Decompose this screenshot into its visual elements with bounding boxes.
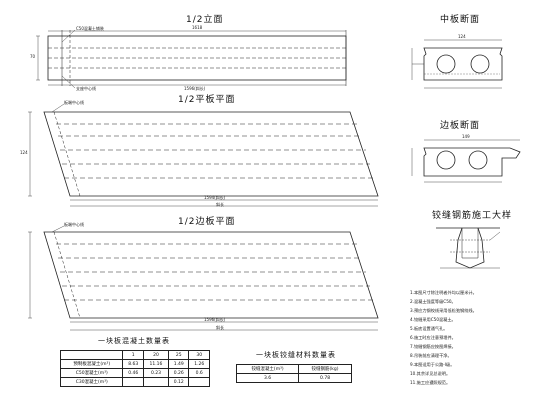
- plan1-callout: 板端中心线: [64, 100, 84, 105]
- table1-cell: [188, 377, 210, 387]
- edge-section-title: 边板断面: [440, 121, 481, 131]
- note-line: 11.施工应遵照规范。: [410, 380, 451, 385]
- note-line: 1.本图尺寸除注明者外均以厘米计。: [410, 290, 477, 295]
- elevation-height-dimension: 70: [30, 54, 36, 59]
- plan1-total-dimension: 斜长: [216, 202, 224, 207]
- table1-row: C30混凝土(m³) 0.12: [59, 377, 210, 387]
- table2-cell: 0.78: [298, 373, 352, 383]
- note-line: 7.铰缝钢筋应按图焊接。: [410, 344, 456, 349]
- table1-cell: 30: [188, 350, 210, 360]
- table1-cell: 0.26: [167, 368, 190, 378]
- table1-cell: 0.6: [188, 368, 210, 378]
- table2-row: 铰缝混凝土(m³)铰缝钢筋(kg): [235, 364, 352, 374]
- table1-cell: 1.49: [167, 359, 190, 369]
- table2-cell: 铰缝钢筋(kg): [298, 364, 352, 374]
- mid-section-width: 124: [458, 34, 466, 39]
- table1-cell: 25: [167, 350, 190, 360]
- note-line: 6.施工时应注意预埋件。: [410, 335, 456, 340]
- elevation-top-dimension: 1618: [192, 25, 203, 30]
- table1-cell: 1: [122, 350, 144, 360]
- half-elevation-view: [36, 29, 347, 89]
- elevation-callout-bottom: 支座中心线: [76, 86, 96, 91]
- mid-slab-section: [411, 39, 503, 89]
- note-line: 2.混凝土强度等级C50。: [410, 299, 456, 304]
- elevation-callout-top: C50混凝土铺装: [76, 26, 104, 31]
- table1-cell: C50混凝土(m³): [59, 368, 124, 378]
- table2-cell: 铰缝混凝土(m³): [235, 364, 300, 374]
- note-line: 10.其余详见总说明。: [410, 371, 451, 376]
- table1-cell: 1.26: [188, 359, 210, 369]
- table1-cell: 11.16: [142, 359, 169, 369]
- table1-cell: 8.63: [122, 359, 144, 369]
- note-line: 5.板底设置通气孔。: [410, 326, 448, 331]
- table1-title: 一块板混凝土数量表: [98, 337, 170, 345]
- table1-cell: 预制板混凝土(m³): [59, 359, 124, 369]
- table2-title: 一块板铰缝材料数量表: [256, 351, 336, 359]
- table1-cell: [142, 377, 169, 387]
- table2-cell: 3.6: [235, 373, 300, 383]
- table1-cell: 0.23: [142, 368, 169, 378]
- plan2-total-dimension: 斜长: [216, 325, 224, 330]
- edge-section-width: 149: [462, 134, 470, 139]
- note-line: 4.铰缝采用C50混凝土。: [410, 317, 456, 322]
- hinge-detail-title: 铰缝钢筋施工大样: [432, 211, 513, 221]
- plan2-callout: 板端中心线: [64, 222, 84, 227]
- table1-cell: [59, 350, 124, 360]
- plan2-length-dimension: 1596(斜长): [204, 317, 226, 322]
- half-plan-2-title: 1/2边板平面: [178, 217, 236, 227]
- table1-cell: [122, 377, 144, 387]
- plan1-length-dimension: 1594(斜长): [204, 195, 226, 200]
- table1-cell: C30混凝土(m³): [59, 377, 124, 387]
- plan-height-dimension: 124: [20, 150, 28, 155]
- half-plan-view-2: [28, 225, 379, 331]
- half-plan-1-title: 1/2平板平面: [178, 95, 236, 105]
- hinge-rebar-detail: [436, 227, 501, 269]
- edge-slab-section: [411, 139, 521, 183]
- half-elevation-title: 1/2立面: [186, 15, 224, 25]
- note-line: 8.吊装前应清理干净。: [410, 353, 452, 358]
- table1-cell: 0.12: [167, 377, 190, 387]
- note-line: 9.本图适用于公路-I级。: [410, 362, 455, 367]
- table1-cell: 20: [142, 350, 169, 360]
- note-line: 3.预应力钢绞线采用低松弛钢绞线。: [410, 308, 477, 313]
- elevation-bottom-dimension: 1596(斜长): [184, 86, 206, 91]
- mid-section-title: 中板断面: [440, 15, 481, 25]
- table1-cell: 0.46: [122, 368, 144, 378]
- half-plan-view-1: [28, 103, 379, 207]
